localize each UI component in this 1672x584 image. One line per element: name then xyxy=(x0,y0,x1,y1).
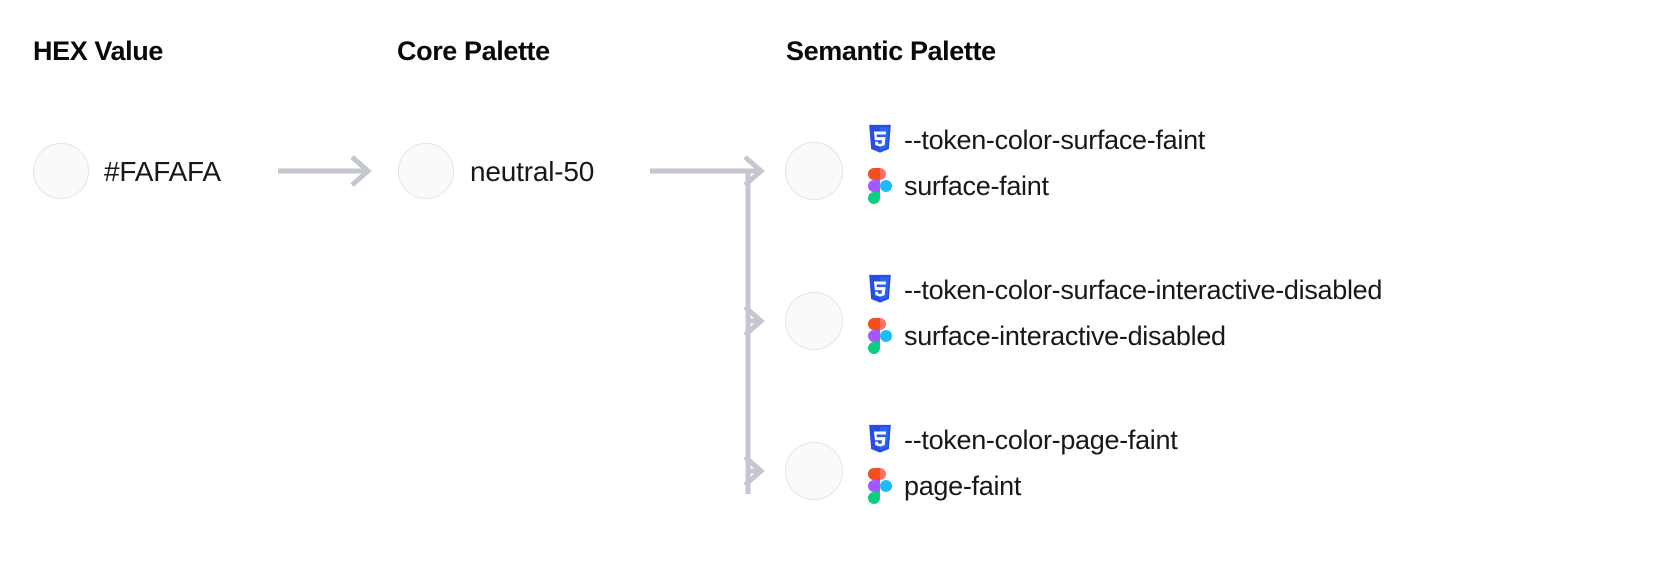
css-token-name-1: --token-color-surface-interactive-disabl… xyxy=(904,274,1383,305)
semantic-token-group-1: --token-color-surface-interactive-disabl… xyxy=(866,267,1656,359)
css-token-name-2: --token-color-page-faint xyxy=(904,424,1178,455)
arrow-head-semantic-3 xyxy=(743,455,765,487)
css-token-line-0: --token-color-surface-faint xyxy=(866,117,1656,163)
core-palette-label: neutral-50 xyxy=(470,156,595,187)
figma-token-name-2: page-faint xyxy=(904,470,1022,501)
css3-icon xyxy=(866,423,894,457)
column-header-semantic-palette: Semantic Palette xyxy=(786,36,996,66)
column-header-hex-value: HEX Value xyxy=(33,36,163,66)
swatch-core-palette xyxy=(398,143,454,199)
figma-token-line-0: surface-faint xyxy=(866,163,1656,209)
figma-icon xyxy=(866,468,894,504)
swatch-semantic-2 xyxy=(785,442,843,500)
figma-icon xyxy=(866,168,894,204)
swatch-semantic-0 xyxy=(785,142,843,200)
swatch-hex-value xyxy=(33,143,89,199)
arrow-head-hex-to-core xyxy=(350,155,372,187)
css-token-line-1: --token-color-surface-interactive-disabl… xyxy=(866,267,1656,313)
css-token-line-2: --token-color-page-faint xyxy=(866,417,1656,463)
figma-token-name-1: surface-interactive-disabled xyxy=(904,320,1226,351)
swatch-semantic-1 xyxy=(785,292,843,350)
semantic-token-group-2: --token-color-page-faint page-faint xyxy=(866,417,1656,509)
css3-icon xyxy=(866,273,894,307)
css3-icon xyxy=(866,123,894,157)
figma-token-name-0: surface-faint xyxy=(904,170,1049,201)
figma-token-line-1: surface-interactive-disabled xyxy=(866,313,1656,359)
column-header-core-palette: Core Palette xyxy=(397,36,550,66)
semantic-token-group-0: --token-color-surface-faint surface-fain… xyxy=(866,117,1656,209)
arrow-head-semantic-2 xyxy=(743,305,765,337)
hex-value-label: #FAFAFA xyxy=(104,156,221,187)
css-token-name-0: --token-color-surface-faint xyxy=(904,124,1206,155)
figma-token-line-2: page-faint xyxy=(866,463,1656,509)
arrow-head-semantic-1 xyxy=(743,155,765,187)
figma-icon xyxy=(866,318,894,354)
